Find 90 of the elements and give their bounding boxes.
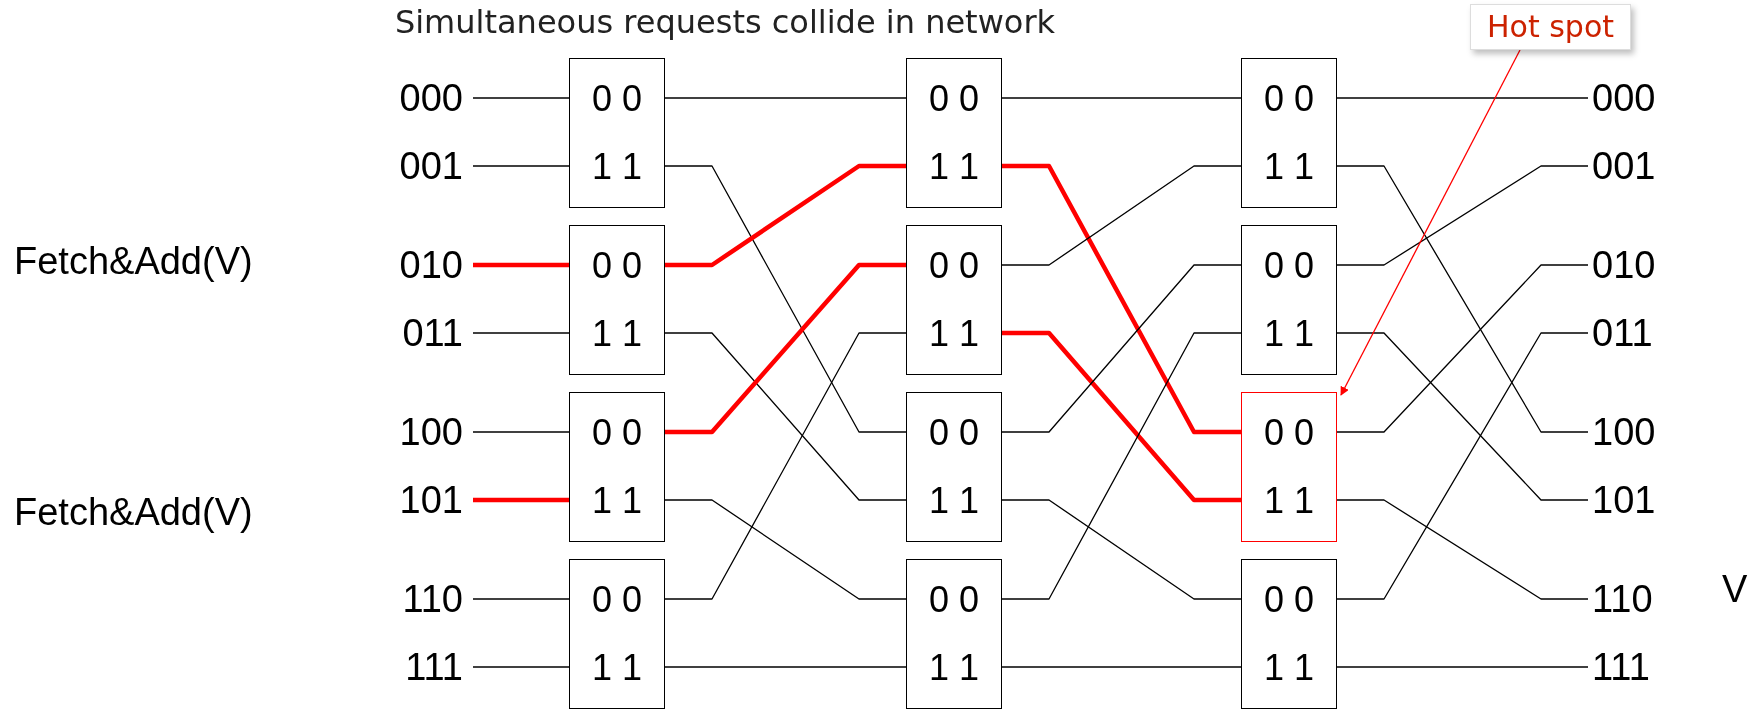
address-label: 111	[1592, 646, 1650, 688]
connection-line	[1336, 264, 1589, 433]
connection-line	[1001, 97, 1242, 99]
connection-line	[1336, 666, 1589, 668]
address-label: 110	[402, 578, 463, 620]
port-label: 0 0	[591, 246, 642, 286]
port-label: 1 1	[928, 314, 979, 354]
address-label: 111	[405, 646, 463, 688]
address-label: 100	[399, 411, 463, 453]
connection-line	[1002, 163, 1241, 435]
connection-line	[1001, 165, 1242, 266]
port-label: 1 1	[591, 147, 642, 187]
connection-line	[473, 497, 569, 503]
connection-line	[1336, 332, 1589, 600]
connection-line	[1336, 97, 1589, 99]
signal-label: V	[1722, 568, 1748, 610]
switch-box	[906, 225, 1002, 375]
port-label: 1 1	[928, 481, 979, 521]
connection-line	[664, 332, 907, 600]
port-label: 0 0	[928, 413, 979, 453]
port-label: 1 1	[1263, 147, 1314, 187]
connection-line	[472, 332, 570, 334]
connection-line	[1001, 264, 1242, 433]
connection-line	[1336, 165, 1589, 433]
address-label: 011	[1592, 312, 1653, 354]
connection-line	[472, 165, 570, 167]
address-label: 000	[399, 77, 463, 119]
address-label: 110	[1592, 578, 1653, 620]
address-label: 010	[1592, 244, 1656, 286]
switch-box	[1241, 58, 1337, 208]
connection-line	[472, 97, 570, 99]
address-label: 100	[1592, 411, 1656, 453]
port-label: 0 0	[928, 580, 979, 620]
connection-line	[1336, 499, 1589, 600]
port-label: 1 1	[1263, 314, 1314, 354]
port-label: 1 1	[1263, 481, 1314, 521]
arrow	[1340, 49, 1521, 396]
connection-line	[665, 262, 906, 435]
port-label: 0 0	[1263, 580, 1314, 620]
port-label: 1 1	[591, 314, 642, 354]
signal-label: Fetch&Add(V)	[14, 491, 253, 533]
port-label: 1 1	[591, 648, 642, 688]
address-label: 000	[1592, 77, 1656, 119]
connection-line	[1001, 499, 1242, 600]
port-label: 1 1	[928, 147, 979, 187]
port-label: 0 0	[1263, 413, 1314, 453]
connection-line	[664, 165, 907, 433]
connection-line	[1002, 330, 1241, 503]
port-label: 0 0	[591, 580, 642, 620]
connection-line	[1336, 165, 1589, 266]
port-label: 0 0	[591, 413, 642, 453]
switch-box	[1241, 225, 1337, 375]
port-label: 0 0	[1263, 246, 1314, 286]
connection-line	[1336, 332, 1589, 501]
port-label: 0 0	[591, 79, 642, 119]
address-label: 101	[399, 479, 463, 521]
switch-box	[569, 392, 665, 542]
connection-line	[665, 163, 906, 268]
connection-line	[472, 431, 570, 433]
port-label: 1 1	[928, 648, 979, 688]
port-label: 1 1	[591, 481, 642, 521]
address-label: 001	[399, 145, 463, 187]
callout-box: Hot spot	[1470, 4, 1631, 50]
switch-box	[906, 58, 1002, 208]
address-label: 011	[402, 312, 463, 354]
switch-box	[1241, 559, 1337, 709]
title: Simultaneous requests collide in network	[393, 2, 1057, 42]
connection-line	[472, 666, 570, 668]
port-label: 0 0	[928, 246, 979, 286]
signal-label: Fetch&Add(V)	[14, 240, 253, 282]
switch-box	[1241, 392, 1337, 542]
port-label: 0 0	[1263, 79, 1314, 119]
connection-line	[664, 97, 907, 99]
switch-box	[906, 559, 1002, 709]
address-label: 010	[399, 244, 463, 286]
switch-box	[569, 559, 665, 709]
connection-line	[664, 666, 907, 668]
port-label: 1 1	[1263, 648, 1314, 688]
connection-line	[473, 262, 569, 268]
address-label: 101	[1592, 479, 1656, 521]
switch-box	[569, 58, 665, 208]
connection-line	[1001, 666, 1242, 668]
connection-line	[664, 332, 907, 501]
switch-box	[569, 225, 665, 375]
port-label: 0 0	[928, 79, 979, 119]
connection-line	[472, 598, 570, 600]
connection-line	[664, 499, 907, 600]
switch-box	[906, 392, 1002, 542]
address-label: 001	[1592, 145, 1656, 187]
connection-line	[1001, 332, 1242, 600]
